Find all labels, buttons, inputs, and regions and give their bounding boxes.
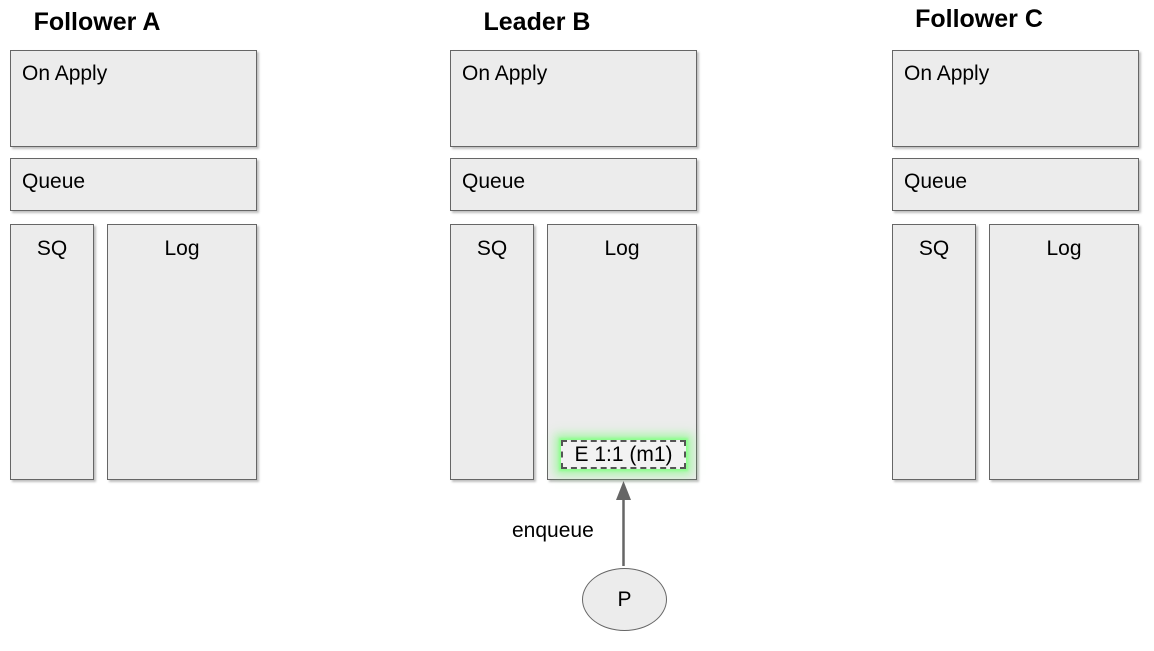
node-leader-b: Leader B On Apply Queue SQ Log E 1:1 (m1… <box>450 0 697 651</box>
on-apply-box: On Apply <box>892 50 1139 147</box>
node-title-follower-a: Follower A <box>33 8 161 36</box>
on-apply-box: On Apply <box>450 50 697 147</box>
node-follower-a: Follower A On Apply Queue SQ Log <box>10 0 257 651</box>
log-label: Log <box>604 237 640 260</box>
sq-label: SQ <box>918 237 950 260</box>
log-label: Log <box>164 237 200 260</box>
queue-label: Queue <box>462 170 526 193</box>
log-entry-highlighted: E 1:1 (m1) <box>561 440 686 469</box>
queue-label: Queue <box>22 170 86 193</box>
sq-box: SQ <box>892 224 976 480</box>
on-apply-box: On Apply <box>10 50 257 147</box>
queue-box: Queue <box>450 158 697 211</box>
log-box: Log <box>107 224 257 480</box>
node-title-follower-c: Follower C <box>915 5 1043 33</box>
sq-label: SQ <box>476 237 508 260</box>
producer-label: P <box>617 587 632 611</box>
queue-box: Queue <box>892 158 1139 211</box>
queue-label: Queue <box>904 170 968 193</box>
node-follower-c: Follower C On Apply Queue SQ Log <box>892 0 1139 651</box>
queue-box: Queue <box>10 158 257 211</box>
node-title-leader-b: Leader B <box>483 8 591 36</box>
on-apply-label: On Apply <box>22 62 108 85</box>
log-label: Log <box>1046 237 1082 260</box>
on-apply-label: On Apply <box>904 62 990 85</box>
sq-box: SQ <box>10 224 94 480</box>
producer-node: P <box>582 568 667 631</box>
enqueue-label: enqueue <box>512 519 594 542</box>
sq-box: SQ <box>450 224 534 480</box>
log-box: Log E 1:1 (m1) <box>547 224 697 480</box>
on-apply-label: On Apply <box>462 62 548 85</box>
sq-label: SQ <box>36 237 68 260</box>
log-box: Log <box>989 224 1139 480</box>
